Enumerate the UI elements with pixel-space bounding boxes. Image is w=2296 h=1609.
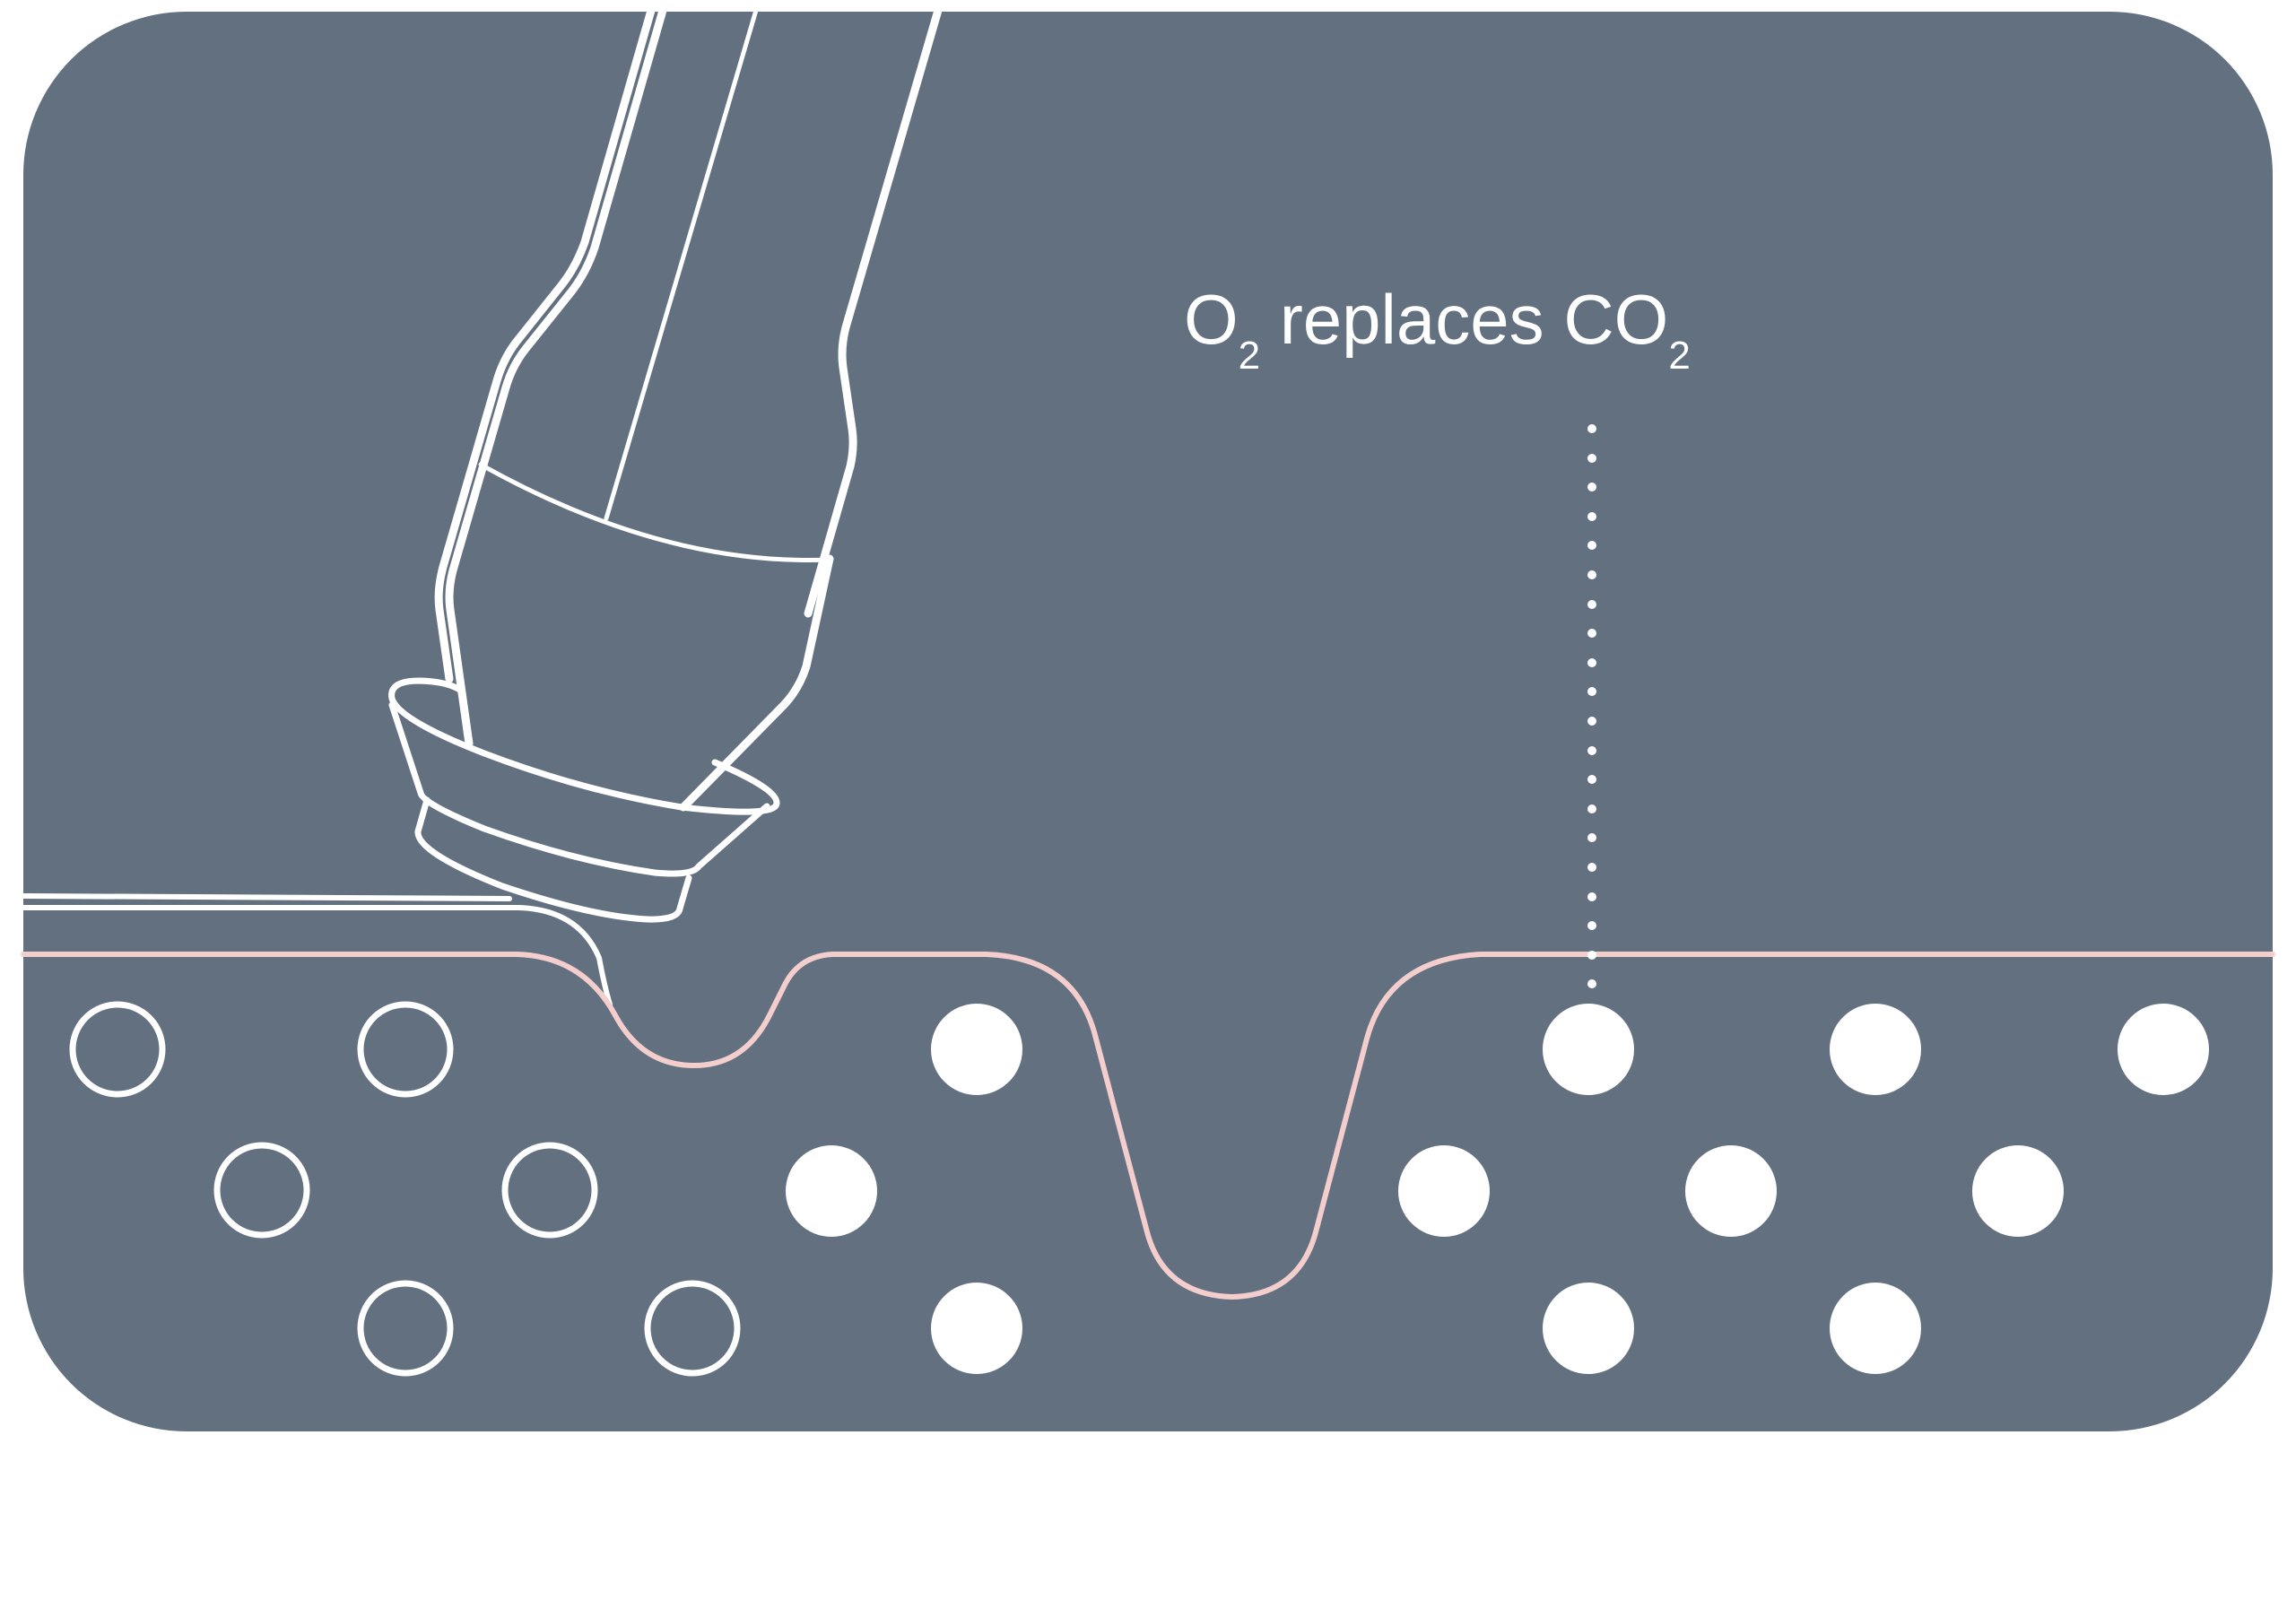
surface-top-line (21, 893, 512, 901)
o2-molecule-filled-icon (1972, 1145, 2064, 1237)
co2-molecule-hollow-icon (357, 1001, 454, 1098)
nozzle-disc-side (388, 701, 770, 877)
molecules (69, 1001, 2209, 1377)
caption-sub-2: 2 (1668, 334, 1690, 378)
o2-molecule-filled-icon (1543, 1283, 1634, 1374)
o2-molecule-filled-icon (1685, 1145, 1777, 1237)
co2-molecule-hollow-icon (644, 1280, 741, 1377)
o2-molecule-filled-icon (1830, 1004, 1921, 1095)
indicator-dot (1587, 483, 1596, 491)
dotted-indicator-line (1587, 424, 1596, 988)
indicator-dot (1587, 629, 1596, 638)
nozzle-center-line (604, 4, 760, 521)
caption-o2-replaces-co2: O2 replaces CO2 (1184, 280, 1691, 378)
o2-molecule-filled-icon (1398, 1145, 1490, 1237)
indicator-dot (1587, 804, 1596, 813)
skin-surface-line (21, 952, 2275, 1300)
co2-molecule-hollow-icon (501, 1142, 598, 1239)
indicator-dot (1587, 921, 1596, 930)
o2-molecule-filled-icon (786, 1145, 877, 1237)
nozzle-cap-curve (478, 462, 833, 562)
caption-sub-1: 2 (1239, 334, 1260, 378)
nozzle-right-lower-edge (679, 554, 834, 812)
indicator-dot (1587, 454, 1596, 463)
diagram-panel (23, 12, 2273, 1431)
o2-molecule-filled-icon (931, 1283, 1022, 1374)
indicator-dot (1587, 746, 1596, 755)
indicator-dot (1587, 833, 1596, 842)
indicator-dot (1587, 687, 1596, 696)
surface-second-line (21, 905, 613, 1007)
o2-molecule-filled-icon (2118, 1004, 2209, 1095)
indicator-dot (1587, 863, 1596, 872)
indicator-dot (1587, 775, 1596, 784)
indicator-dot (1587, 892, 1596, 901)
co2-molecule-hollow-icon (357, 1280, 454, 1377)
o2-molecule-filled-icon (1830, 1283, 1921, 1374)
o2-molecule-filled-icon (931, 1004, 1022, 1095)
indicator-dot (1587, 512, 1596, 521)
caption-o: O (1184, 280, 1239, 359)
indicator-dot (1587, 570, 1596, 579)
caption-middle: replaces CO (1260, 280, 1668, 359)
nozzle-right-edge (804, 3, 944, 618)
indicator-dot (1587, 541, 1596, 550)
indicator-dot (1587, 658, 1596, 667)
nozzle-tip (414, 796, 692, 923)
indicator-dot (1587, 424, 1596, 433)
indicator-dot (1587, 979, 1596, 988)
nozzle-applicator-icon (388, 3, 944, 923)
nozzle-inner-edge (445, 3, 668, 748)
indicator-dot (1587, 951, 1596, 960)
indicator-dot (1587, 717, 1596, 726)
o2-molecule-filled-icon (1543, 1004, 1634, 1095)
co2-molecule-hollow-icon (213, 1142, 310, 1239)
co2-molecule-hollow-icon (69, 1001, 166, 1098)
surface-layers (21, 893, 2275, 1300)
nozzle-disc-top (388, 677, 780, 815)
indicator-dot (1587, 600, 1596, 609)
nozzle-left-edge (434, 3, 657, 683)
